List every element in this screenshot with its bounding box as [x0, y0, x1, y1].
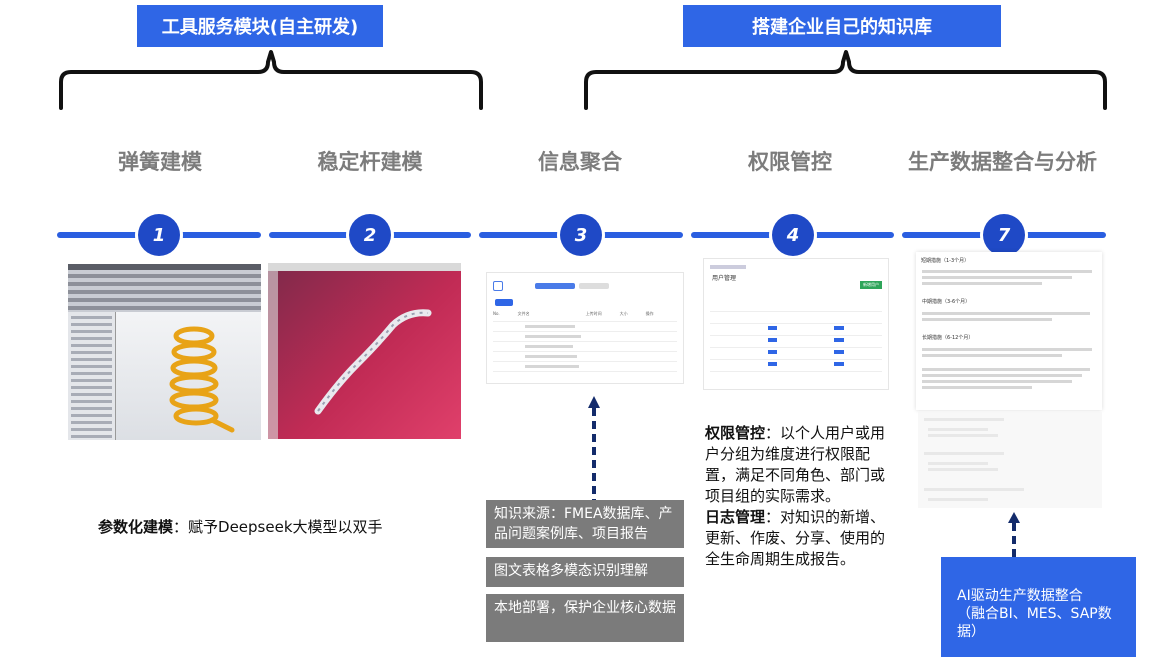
step-node-2-number: 2: [363, 224, 377, 246]
spring-model-icon: [169, 326, 235, 433]
web4-title: 用户管理: [712, 275, 737, 282]
spring-cad-screenshot: [68, 264, 261, 440]
step7-box-text: AI驱动生产数据整合 （融合BI、MES、SAP数据）: [957, 588, 1112, 640]
step3-box-sources: 知识来源：FMEA数据库、产品问题案例库、项目报告: [486, 500, 684, 548]
step4-p2-bold: 日志管理: [705, 508, 766, 526]
web3-header-row: No. 文件名 上传时间 大小 操作: [493, 311, 677, 319]
report-h1: 短期措施（1-3个月）: [921, 258, 970, 264]
step3-box-local: 本地部署，保护企业核心数据: [486, 594, 684, 642]
web3-col-size: 大小: [619, 311, 628, 316]
web3-col-op: 操作: [645, 311, 654, 316]
step-node-7-number: 7: [997, 224, 1011, 246]
step-node-3: 3: [560, 214, 602, 256]
step-node-4-number: 4: [786, 224, 800, 246]
report-h3: 长期措施（6-12个月）: [922, 335, 974, 341]
step-node-3-number: 3: [574, 224, 588, 246]
banner-tool-service-text: 工具服务模块(自主研发): [161, 17, 359, 38]
step3-dashed-arrow: [588, 396, 600, 500]
stabilizer-bar-screenshot: [268, 263, 461, 439]
step7-box-ai-integration: AI驱动生产数据整合 （融合BI、MES、SAP数据）: [941, 557, 1136, 657]
step-node-1: 1: [138, 214, 180, 256]
web3-col-name: 文件名: [517, 311, 530, 316]
step3-box-multimodal: 图文表格多模态识别理解: [486, 557, 684, 587]
permission-web-screenshot: 用户管理 新增用户: [703, 258, 889, 390]
web3-col-no: No.: [493, 311, 500, 316]
cad-feature-tree: [68, 312, 116, 440]
knowledge-web-screenshot: No. 文件名 上传时间 大小 操作: [486, 272, 684, 384]
step-node-7: 7: [983, 214, 1025, 256]
cad-viewport: [116, 312, 261, 440]
banner-knowledge-base-text: 搭建企业自己的知识库: [752, 17, 932, 38]
left-curly-bracket: [59, 50, 483, 110]
banner-tool-service: 工具服务模块(自主研发): [137, 5, 383, 47]
step-title-4: 权限管控: [748, 150, 832, 174]
web4-new-user-button: 新增用户: [860, 281, 882, 289]
step3-box-multimodal-text: 图文表格多模态识别理解: [494, 563, 648, 579]
right-curly-bracket: [584, 50, 1107, 110]
banner-knowledge-base: 搭建企业自己的知识库: [683, 5, 1001, 47]
web3-col-time: 上传时间: [585, 311, 602, 316]
code-log-area: [918, 412, 1102, 508]
step4-p2-text: ：对知识的新增、更新、作废、分享、使用的全生命周期生成报告。: [705, 508, 886, 568]
step-title-1: 弹簧建模: [118, 150, 202, 174]
step7-dashed-arrow: [1008, 512, 1020, 558]
step-node-4: 4: [772, 214, 814, 256]
step4-p1-bold: 权限管控: [705, 424, 766, 442]
step-title-2: 稳定杆建模: [317, 150, 423, 174]
step4-description: 权限管控：以个人用户或用户分组为维度进行权限配置，满足不同角色、部门或项目组的实…: [705, 423, 891, 570]
step-title-7: 生产数据整合与分析: [908, 150, 1097, 174]
step1-caption-text: ：赋予Deepseek大模型以双手: [173, 518, 383, 536]
stabilizer-bar-model-icon: [314, 309, 432, 415]
step4-p1-text: ：以个人用户或用户分组为维度进行权限配置，满足不同角色、部门或项目组的实际需求。: [705, 424, 886, 505]
step-node-1-number: 1: [152, 224, 166, 246]
step1-caption: 参数化建模：赋予Deepseek大模型以双手: [98, 517, 478, 538]
step-title-3: 信息聚合: [538, 150, 622, 174]
step1-caption-bold: 参数化建模: [98, 518, 174, 536]
report-h2: 中期措施（3-6个月）: [922, 299, 971, 305]
step-node-2: 2: [349, 214, 391, 256]
analysis-report-screenshot: 短期措施（1-3个月） 中期措施（3-6个月） 长期措施（6-12个月）: [916, 252, 1102, 410]
step3-box-sources-text: 知识来源：FMEA数据库、产品问题案例库、项目报告: [494, 506, 673, 542]
step3-box-local-text: 本地部署，保护企业核心数据: [494, 600, 676, 616]
